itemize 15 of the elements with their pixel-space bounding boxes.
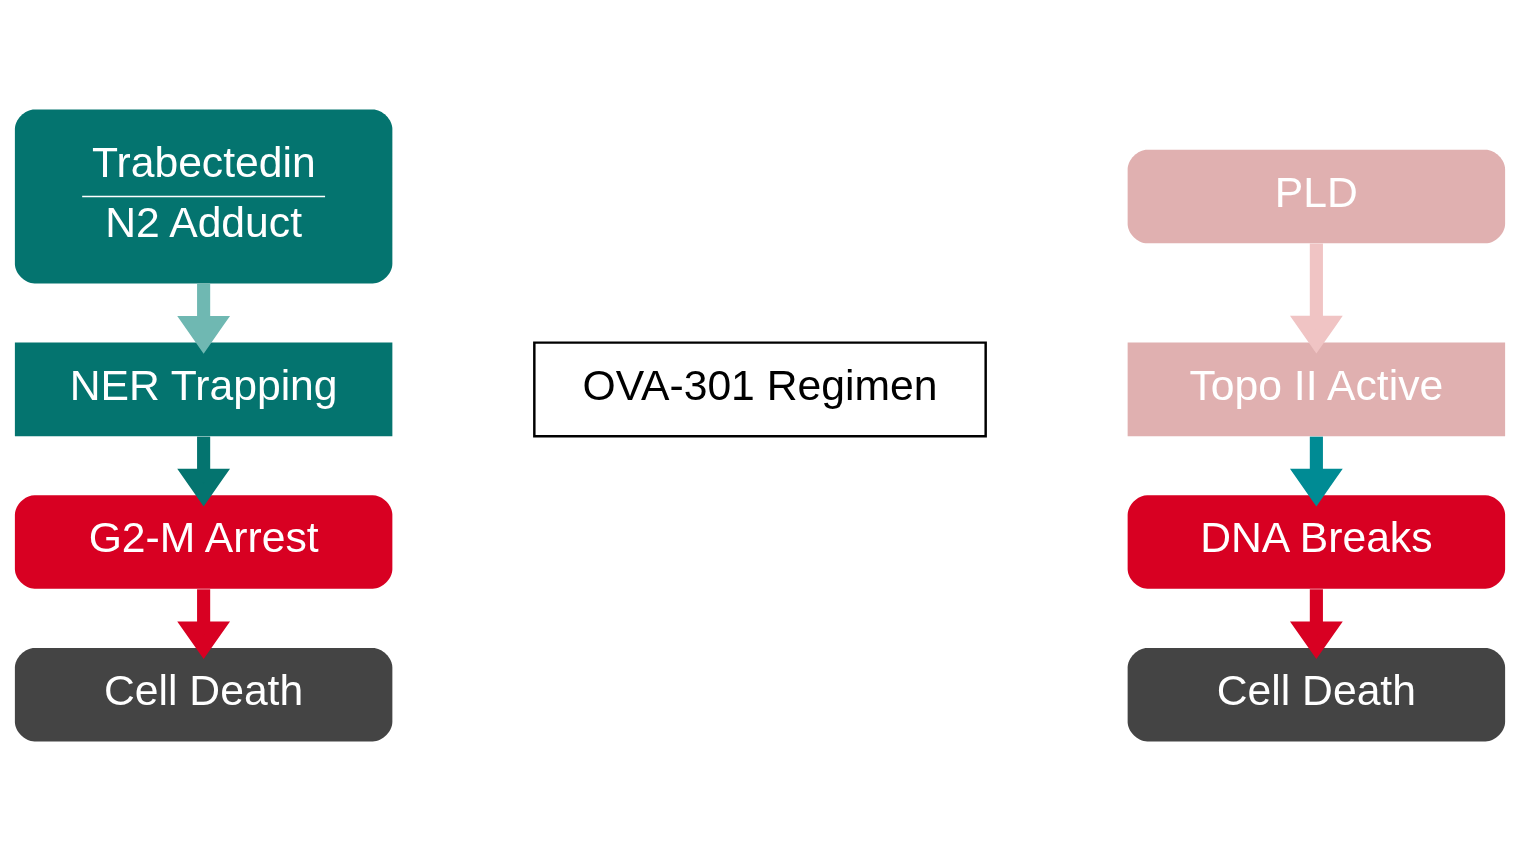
arrow xyxy=(177,436,230,507)
node-box: OVA-301 Regimen xyxy=(533,341,987,438)
node-box: DNA Breaks xyxy=(1127,495,1506,589)
arrow xyxy=(1290,589,1343,660)
node-box: G2-M Arrest xyxy=(14,495,393,589)
node-box: Topo II Active xyxy=(1127,342,1506,437)
arrow xyxy=(1290,243,1343,354)
node-box: PLD xyxy=(1127,149,1506,244)
node-box: Trabectedin N2 Adduct xyxy=(14,109,393,284)
arrow xyxy=(177,283,230,354)
arrow xyxy=(1290,436,1343,507)
node-box: NER Trapping xyxy=(14,342,393,437)
arrow xyxy=(177,589,230,660)
node-box: Cell Death xyxy=(1127,647,1506,742)
node-box: Cell Death xyxy=(14,647,393,742)
